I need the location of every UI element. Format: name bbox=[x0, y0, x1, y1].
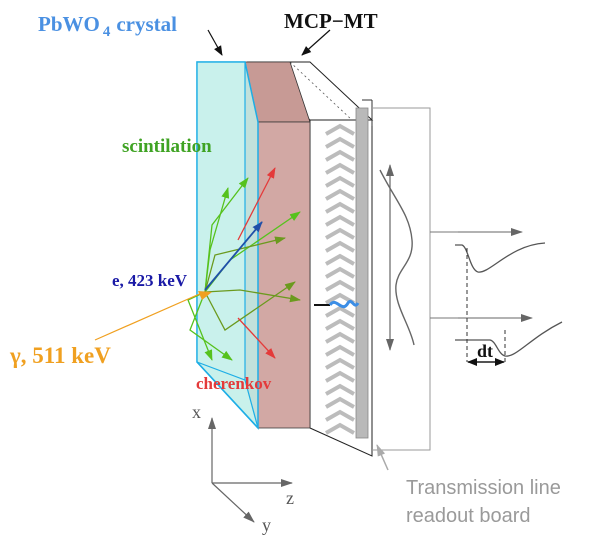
chevron-icon bbox=[325, 175, 355, 188]
chevron-icon bbox=[325, 344, 355, 357]
chevron-icon bbox=[325, 149, 355, 162]
y-axis-arrow-icon bbox=[211, 482, 255, 523]
chevron-icon bbox=[325, 240, 355, 253]
scintilation-label: scintilation bbox=[122, 136, 212, 157]
mcp-chevrons bbox=[325, 123, 355, 435]
chevron-icon bbox=[325, 214, 355, 227]
cherenkov-arrows bbox=[237, 167, 276, 359]
anode-plate bbox=[355, 107, 369, 439]
chevron-icon bbox=[325, 136, 355, 149]
board-label-line1: Transmission line bbox=[406, 477, 561, 499]
chevron-icon bbox=[325, 370, 355, 383]
chevron-icon bbox=[325, 227, 355, 240]
readout-board bbox=[372, 107, 431, 451]
chevron-icon bbox=[325, 409, 355, 422]
chevron-icon bbox=[325, 305, 355, 318]
chevron-icon bbox=[325, 357, 355, 370]
board-label-line2: readout board bbox=[406, 505, 531, 527]
electron-track bbox=[204, 221, 263, 291]
pbwo4-crystal bbox=[196, 61, 259, 430]
chevron-icon bbox=[325, 253, 355, 266]
board-pointer-arrow-icon bbox=[376, 444, 389, 471]
electron-label: e, 423 keV bbox=[112, 271, 188, 290]
axis-z-label: z bbox=[286, 488, 294, 508]
chevron-icon bbox=[325, 383, 355, 396]
output-traces bbox=[430, 228, 563, 366]
cherenkov-label: cherenkov bbox=[196, 374, 272, 393]
scintilation-arrow-icon bbox=[204, 289, 301, 303]
cherenkov-arrow-icon bbox=[237, 167, 276, 241]
axis-x-label: x bbox=[192, 402, 201, 422]
scintilation-arrow-icon bbox=[204, 236, 286, 293]
coordinate-axes bbox=[208, 417, 293, 523]
chevron-icon bbox=[325, 123, 355, 136]
mcp-label: MCP−MT bbox=[284, 9, 378, 33]
scintilation-arrow-icon bbox=[189, 291, 233, 361]
gamma-label: γ, 511 keV bbox=[9, 343, 111, 368]
axis-y-label: y bbox=[262, 515, 271, 535]
chevron-icon bbox=[325, 331, 355, 344]
chevron-icon bbox=[325, 279, 355, 292]
chevron-icon bbox=[325, 162, 355, 175]
chevron-icon bbox=[325, 396, 355, 409]
scintilation-arrow-icon bbox=[204, 281, 296, 331]
pulse-curve bbox=[379, 169, 415, 346]
signal-pulse-icon bbox=[314, 299, 360, 309]
chevron-icon bbox=[325, 201, 355, 214]
mcp-pointer-arrow-icon bbox=[301, 29, 331, 56]
gamma-line bbox=[94, 291, 205, 341]
cherenkov-arrow-icon bbox=[237, 317, 276, 359]
chevron-icon bbox=[325, 266, 355, 279]
gamma-arrowhead-icon bbox=[198, 291, 212, 300]
chevron-icon bbox=[325, 188, 355, 201]
crystal-pointer-arrow-icon bbox=[207, 29, 223, 56]
dt-label: dt bbox=[477, 341, 493, 361]
chevron-icon bbox=[325, 422, 355, 435]
chevron-icon bbox=[325, 318, 355, 331]
scintilation-arrow-icon bbox=[204, 177, 249, 293]
